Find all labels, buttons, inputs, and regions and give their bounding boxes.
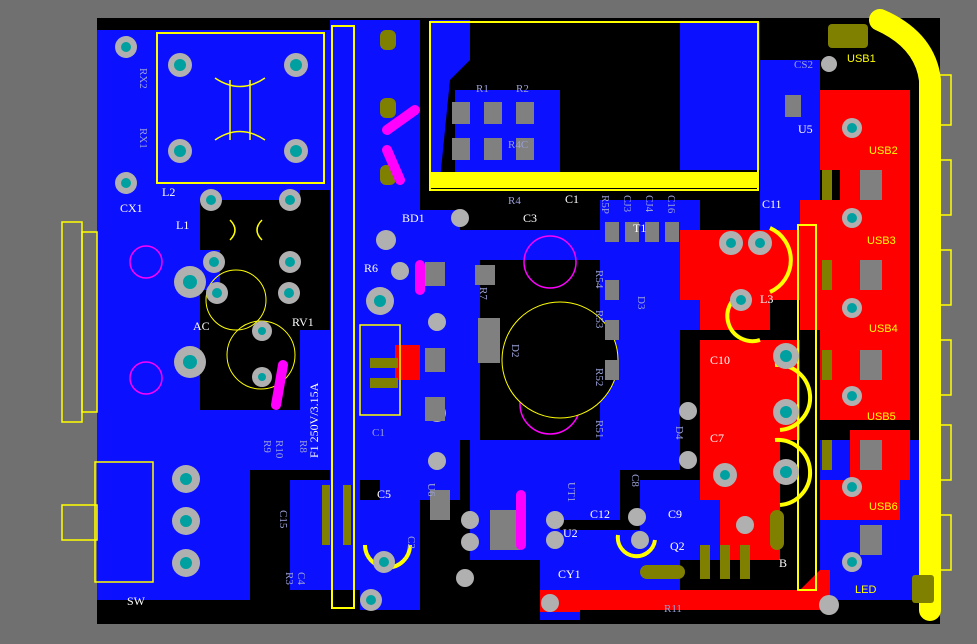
label-rx2: RX2 [137,68,149,89]
label-usb6: USB6 [869,501,898,513]
usb-port-outlines [936,74,952,571]
label-r6: R6 [364,261,378,275]
label-c2: C2 [405,536,417,549]
label-c9: C9 [668,507,682,521]
label-f1: F1 250V/3.15A [307,382,321,458]
label-cj4: CJ4 [643,195,655,213]
label-c7: C7 [710,431,724,445]
label-c1-bottom: C1 [372,427,385,439]
jumper-wires [271,105,526,550]
smd-components [425,95,882,555]
through-hole-pads [115,36,862,615]
label-d4: D4 [673,426,685,440]
label-c10: C10 [710,353,730,367]
label-c12: C12 [590,507,610,521]
label-t1: T1 [633,221,646,235]
silkscreen-labels: CX1 L2 L1 AC RV1 F1 250V/3.15A R6 BD1 C1… [120,53,898,608]
label-r11: R11 [664,603,682,615]
label-r54: R54 [593,270,605,289]
label-r53: R53 [593,310,605,329]
label-r2: R2 [516,83,529,95]
label-usb3: USB3 [867,235,896,247]
label-r10: R10 [273,440,285,459]
label-usb2: USB2 [869,145,898,157]
label-rx1: RX1 [137,128,149,149]
label-bd1: BD1 [402,211,425,225]
label-l3: L3 [760,292,773,306]
label-b: B [779,556,787,570]
label-c4: C4 [295,572,307,585]
usb-silk-rail [869,9,941,621]
label-cx1: CX1 [120,201,143,215]
label-d3: D3 [635,296,647,310]
label-r52: R52 [593,368,605,386]
label-usb1: USB1 [847,53,876,65]
label-c15: C15 [277,510,289,529]
label-c8: C8 [629,474,641,487]
label-cj3: CJ3 [621,195,633,213]
label-d2: D2 [509,344,521,357]
label-l2: L2 [162,185,175,199]
label-r7: R7 [477,287,489,300]
label-c3: C3 [523,211,537,225]
label-u5: U5 [798,122,813,136]
inductor-symbols [214,77,266,241]
label-usb4: USB4 [869,323,898,335]
label-r3: R3 [283,572,295,585]
label-r4c: R4C [508,139,528,151]
label-r9: R9 [261,440,273,453]
label-c5: C5 [377,487,391,501]
label-r4: R4 [508,195,521,207]
left-connector-outlines [61,221,154,583]
label-u2: U2 [563,526,578,540]
label-ut1: UT1 [565,482,577,502]
diode-symbols [475,265,500,363]
transformer-silk-bar [430,172,758,188]
label-c1: C1 [565,192,579,206]
label-led: LED [855,584,876,596]
label-cs2: CS2 [794,59,813,71]
label-r8: R8 [297,440,309,453]
label-r51: R51 [593,420,605,438]
smd-pads [322,24,934,603]
label-rv1: RV1 [292,315,314,329]
label-r5p: R5P [599,195,611,214]
label-ac: AC [193,319,210,333]
label-r1: R1 [476,83,489,95]
label-c11: C11 [762,197,782,211]
label-sw: SW [127,594,146,608]
label-cy1: CY1 [558,567,581,581]
label-c16: C16 [665,195,677,214]
label-usb5: USB5 [867,411,896,423]
label-u6: U6 [425,483,437,497]
label-l1: L1 [176,218,189,232]
bottom-layer-labels: RX2 RX1 R1 R2 R4C R4 C1 R9 R10 R8 D2 R7 … [137,59,813,615]
label-q2: Q2 [670,539,685,553]
